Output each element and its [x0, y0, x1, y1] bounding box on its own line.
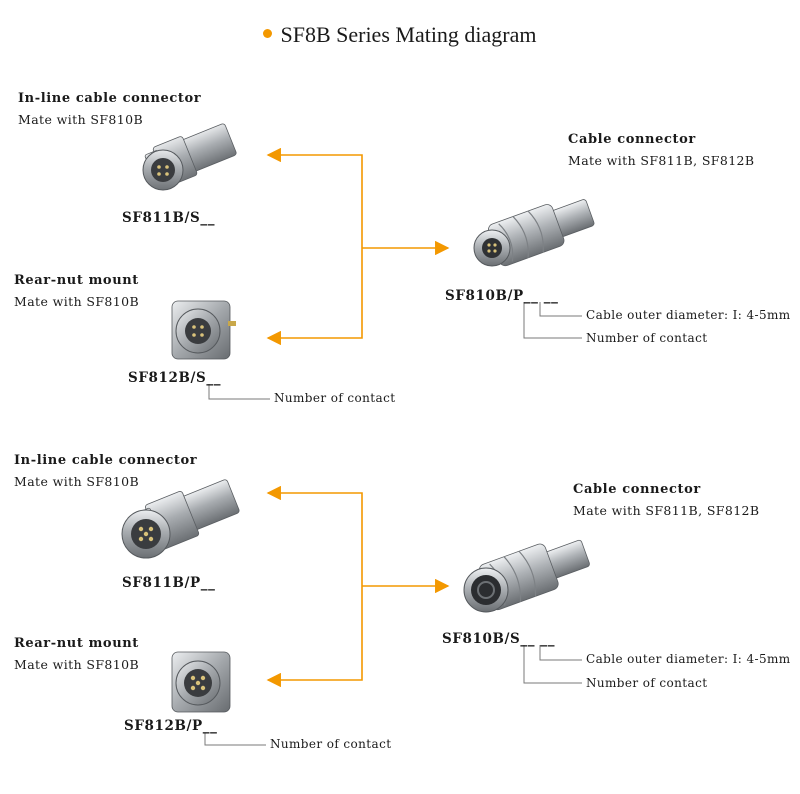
- bottom-inline-heading: In-line cable connector: [14, 453, 198, 468]
- leader-lines: [204, 302, 582, 746]
- bottom-inline-part-number: SF811B/P__: [122, 575, 216, 591]
- bottom-cable-part-number: SF810B/S__ __: [442, 631, 556, 647]
- bottom-arrow-rear: [266, 586, 363, 688]
- bottom-rear-part-number: SF812B/P__: [124, 718, 218, 734]
- top-rear-heading: Rear-nut mount: [14, 273, 139, 288]
- top-rear-note: Number of contact: [274, 391, 396, 405]
- bottom-inline-mate: Mate with SF810B: [14, 474, 140, 489]
- bottom-arrows: [266, 485, 450, 688]
- top-inline-mate: Mate with SF810B: [18, 112, 144, 127]
- sf810b-p-connector-image: [473, 199, 595, 267]
- top-rear-mate: Mate with SF810B: [14, 294, 140, 309]
- top-arrow-inline: [266, 147, 363, 248]
- top-cable-note-contact: Number of contact: [586, 331, 708, 345]
- sf810b-s-connector-image: [463, 539, 590, 613]
- top-cable-part-number: SF810B/P__ __: [445, 288, 559, 304]
- top-cable-note-diameter: Cable outer diameter: I: 4-5mm: [586, 308, 791, 322]
- bullet-dot-icon: [263, 29, 273, 39]
- bottom-cable-note-contact: Number of contact: [586, 676, 708, 690]
- top-cable-mate: Mate with SF811B, SF812B: [568, 153, 755, 168]
- diagram-title: SF8B Series Mating diagram: [0, 22, 800, 48]
- top-rear-part-number: SF812B/S__: [128, 370, 222, 386]
- bottom-cable-mate: Mate with SF811B, SF812B: [573, 503, 760, 518]
- sf811b-p-connector-image: [121, 479, 240, 559]
- top-arrow-rear: [266, 248, 363, 346]
- top-cable-heading: Cable connector: [568, 132, 696, 147]
- bottom-arrow-inline: [266, 485, 363, 586]
- bottom-rear-note: Number of contact: [270, 737, 392, 751]
- sf812b-p-connector-image: [171, 651, 231, 713]
- bottom-cable-note-diameter: Cable outer diameter: I: 4-5mm: [586, 652, 791, 666]
- bottom-rear-mate: Mate with SF810B: [14, 657, 140, 672]
- top-inline-heading: In-line cable connector: [18, 91, 202, 106]
- bottom-rear-heading: Rear-nut mount: [14, 636, 139, 651]
- sf811b-s-connector-image: [142, 123, 237, 191]
- top-arrows: [266, 147, 450, 346]
- sf812b-s-connector-image: [171, 300, 236, 360]
- bottom-cable-heading: Cable connector: [573, 482, 701, 497]
- top-inline-part-number: SF811B/S__: [122, 210, 216, 226]
